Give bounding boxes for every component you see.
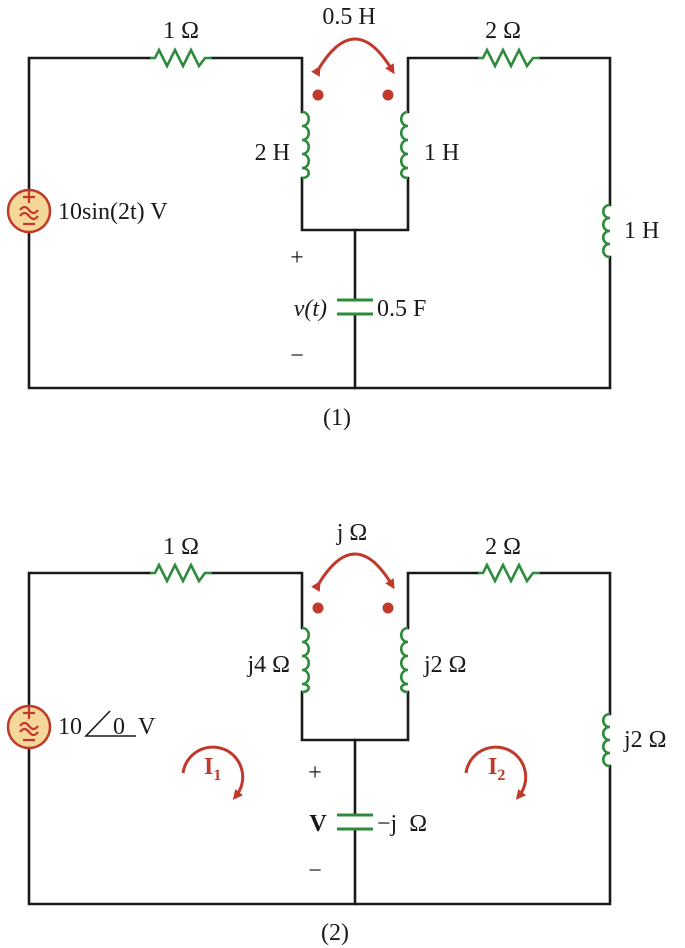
resistor-c1-left [150, 47, 212, 69]
label-c1-r-right: 2 Ω [485, 18, 521, 44]
polarity-dot-c2-right [382, 602, 394, 614]
label-c1-r-left: 1 Ω [163, 18, 199, 44]
label-c2-l-left: j4 Ω [246, 652, 290, 678]
wire-c1-left-top [27, 56, 152, 192]
label-c1-cap-voltage: v(t) [294, 296, 327, 322]
ac-source-c1 [6, 188, 52, 234]
inductor-c2-left [301, 626, 311, 694]
label-c1-source: 10sin(2t) V [58, 199, 168, 225]
label-c1-cap-value: 0.5 F [377, 296, 426, 322]
inductor-c2-mid [399, 626, 409, 694]
label-c2-r-right: 2 Ω [485, 534, 521, 560]
polarity-dot-c2-left [312, 602, 324, 614]
circuit-1: 1 Ω 0.5 H 2 Ω 2 H 1 H 1 H 10sin(2t) V + … [6, 4, 659, 431]
wire-c1-right-bottom [27, 230, 612, 390]
label-c2-source-mag: 10 [58, 714, 82, 740]
label-c1-l-left: 2 H [255, 140, 290, 166]
label-c2-plus: + [308, 760, 322, 786]
label-mesh-1: I1 [204, 754, 221, 784]
wire-c2-mcoil-top [406, 571, 480, 630]
wire-c1-lcoil-bottom [300, 176, 410, 232]
wire-c2-r2-to-right [538, 571, 612, 716]
wire-c2-lcoil-bottom [300, 690, 410, 742]
wire-c2-r1-to-lcoil [210, 571, 304, 630]
label-c2-mutual: j Ω [336, 520, 368, 546]
wire-c2-right-bottom [27, 746, 612, 906]
polarity-dot-c1-left [312, 89, 324, 101]
label-mesh-2: I2 [488, 754, 505, 784]
inductor-c1-mid [399, 110, 409, 180]
wire-c1-r2-to-right [538, 56, 612, 207]
angle-symbol [84, 710, 136, 737]
label-c2-l-right: j2 Ω [623, 727, 667, 753]
wire-c2-left-top [27, 571, 152, 708]
mesh-current-arrow-1 [181, 745, 245, 800]
resistor-c1-right [478, 47, 540, 69]
inductor-c1-right [601, 203, 611, 259]
caption-c1: (1) [323, 405, 351, 431]
mutual-coupling-arrow-c1 [311, 37, 395, 77]
mutual-coupling-arrow-c2 [311, 552, 395, 592]
mesh-current-arrow-2 [464, 745, 528, 800]
label-c2-r-left: 1 Ω [163, 534, 199, 560]
label-c1-l-right: 1 H [624, 218, 659, 244]
ac-source-c2 [6, 704, 52, 750]
wire-c1-mcoil-top [406, 56, 480, 114]
label-c1-minus: − [290, 343, 304, 369]
inductor-c2-right [601, 712, 611, 768]
label-c1-l-mid: 1 H [424, 140, 459, 166]
resistor-c2-right [478, 562, 540, 584]
label-c2-source-unit: V [138, 714, 156, 740]
label-c2-minus: − [308, 858, 322, 884]
resistor-c2-left [150, 562, 212, 584]
label-c2-l-mid: j2 Ω [423, 652, 467, 678]
label-c2-source-angle: 0 [113, 714, 125, 740]
caption-c2: (2) [321, 920, 349, 946]
inductor-c1-left [301, 110, 311, 180]
circuit-2: 1 Ω j Ω 2 Ω j4 Ω j2 Ω j2 Ω 10 0 V I1 I2 … [6, 520, 667, 946]
label-c1-mutual: 0.5 H [322, 4, 375, 30]
label-c2-cap-voltage: V [309, 811, 327, 837]
wire-c1-r1-to-lcoil [210, 56, 304, 114]
label-c2-cap-value: −j Ω [377, 811, 427, 837]
label-c1-plus: + [290, 245, 304, 271]
label-c2-source: 10 0 V [58, 710, 156, 740]
polarity-dot-c1-right [382, 89, 394, 101]
